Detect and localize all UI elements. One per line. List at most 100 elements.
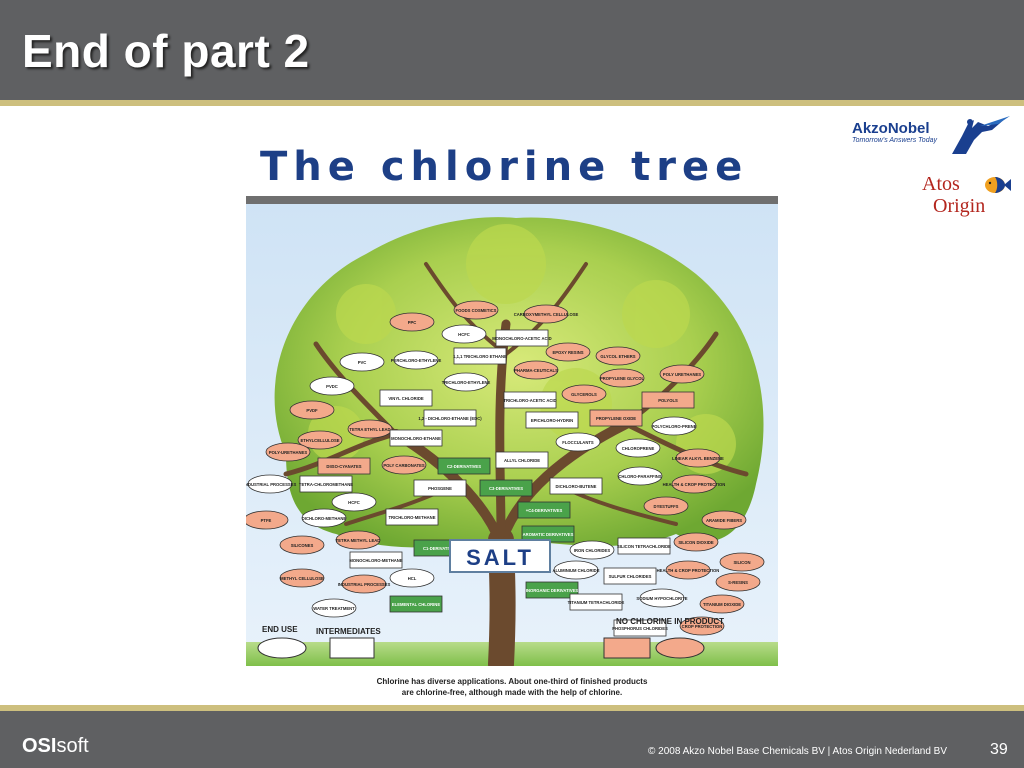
figure-title-bar [246,196,778,204]
tree-node-shape [379,389,433,407]
tree-node-label: ALUMINIUM CHLORIDE [553,568,600,573]
tree-node-shape [513,360,559,380]
tree-node-shape [289,400,335,420]
tree-node-shape [699,594,745,614]
tree-node: POLY URETHANES [659,364,705,384]
tree-node: FLOCCULANTS [555,432,601,452]
figure-caption: Chlorine has diverse applications. About… [246,676,778,698]
tree-node-label: DYESTUFFS [654,504,679,509]
tree-node-shape [569,593,623,611]
tree-node-label: +C4-DERIVATIVES [526,508,563,513]
tree-node: POLY-URETHANES [265,442,311,462]
tree-node: ELEMENTAL CHLORINE [389,595,443,613]
tree-node-label: AROMATIC DERIVATIVES [523,532,574,537]
tree-node-shape [671,474,717,494]
osisoft-logo: OSIsoft [22,735,89,758]
tree-node-label: TITANIUM DIOXIDE [703,602,741,607]
tree-node-label: SILICON [734,560,751,565]
tree-node: DICHLORO-METHANE [301,508,346,528]
tree-node-shape [675,448,721,468]
tree-node: PHOSPHORUS CHLORIDES [612,619,668,637]
atos-logo-line2: Origin [933,195,986,217]
tree-node: CHLORO-PARAFFINS [617,466,663,486]
tree-node-shape [297,430,343,450]
tree-node: TRICHLORO-METHANE [385,508,439,526]
tree-node-shape [389,595,443,613]
tree-node-shape [339,352,385,372]
tree-node-label: WATER TREATMENT [313,606,355,611]
tree-node-shape [525,411,579,429]
tree-node-shape [453,300,499,320]
tree-node-shape [495,329,549,347]
tree-node: C3-DERIVATIVES [479,479,533,497]
tree-node: PHOSGENE [413,479,467,497]
legend-end-use-swatch [257,637,307,659]
tree-node-shape [279,568,325,588]
akzonobel-logo-name: AkzoNobel [852,120,930,137]
tree-node-shape [639,588,685,608]
tree-node-label: CHLOROPRENE [622,446,655,451]
tree-node: TETRA METHYL LEAD [335,530,381,550]
tree-node-label: TITANIUM TETRACHLORIDE [568,600,625,605]
tree-node-label: INORGANIC DERIVATIVES [526,588,579,593]
tree-node-shape [679,616,725,636]
tree-node-label: ALLYL CHLORIDE [504,458,540,463]
tree-node-shape [443,372,489,392]
tree-node: ARAMIDE FIBERS [701,510,747,530]
tree-node-shape [617,537,671,555]
tree-node-label: MONOCHLORO-METHANE [349,558,402,563]
tree-node: CHLOROPRENE [615,438,661,458]
tree-node: TITANIUM TETRACHLORIDE [568,593,625,611]
tree-node-shape [479,479,533,497]
tree-node-shape [617,466,663,486]
tree-node: HCFC [331,492,377,512]
tree-node-label: ARAMIDE FIBERS [706,518,742,523]
tree-node-label: TETRA ETHYL LEAD [349,427,390,432]
tree-node: POLYOLS [641,391,695,409]
tree-node-shape [595,346,641,366]
tree-node-label: POLYOLS [658,398,678,403]
tree-node: MONOCHLORO-ACETIC ACID [492,329,552,347]
tree-node-shape [555,432,601,452]
header-accent-line [0,100,1024,106]
tree-node-label: PHARMA-CEUTICALS [514,368,558,373]
tree-node-label: PVDF [306,408,318,413]
tree-node-shape [517,501,571,519]
tree-node-shape [347,419,393,439]
figure-title: The chlorine tree [260,144,749,190]
tree-node-shape [393,350,439,370]
tree-node-label: TETRA-CHLOROMETHANE [299,482,353,487]
tree-node-shape [381,455,427,475]
tree-node-shape [389,429,443,447]
tree-node: CROP PROTECTION [679,616,725,636]
tree-node-shape [643,496,689,516]
tree-node-label: PROPYLENE OXIDE [596,416,636,421]
tree-node-label: LINEAR ALKYL BENZENE [672,456,724,461]
tree-node: TRICHLORO-ETHYLENE [442,372,491,392]
tree-node-label: PPC [408,320,417,325]
tree-node: METHYL CELLULOSE [279,568,325,588]
tree-node-label: PVC [358,360,367,365]
atos-origin-logo: Atos Origin [920,173,1020,223]
tree-node-shape [553,560,599,580]
tree-node-label: HEALTH & CROP PROTECTION [657,568,720,573]
tree-node-shape [495,451,549,469]
tree-node-label: DIISO-CYANATES [326,464,361,469]
tree-node-label: SULFUR CHLORIDES [609,574,652,579]
tree-node-label: C2-DERIVATIVES [447,464,481,469]
tree-node: TRICHLORO-ACETIC ACID [503,391,557,409]
tree-node-shape [279,535,325,555]
tree-node: PERCHLORO-ETHYLENE [391,350,441,370]
tree-node-label: VINYL CHLORIDE [388,396,423,401]
tree-node-shape [385,508,439,526]
caption-line-1: Chlorine has diverse applications. About… [376,677,648,686]
tree-node-shape [389,568,435,588]
tree-node: PVDC [309,376,355,396]
salt-label: SALT [466,545,534,570]
tree-node-shape [311,598,357,618]
tree-node-label: S-RESINS [728,580,748,585]
tree-node: INORGANIC DERIVATIVES [525,581,579,599]
tree-node: PTFE [246,510,289,530]
tree-node-label: MONOCHLORO-ACETIC ACID [492,336,551,341]
